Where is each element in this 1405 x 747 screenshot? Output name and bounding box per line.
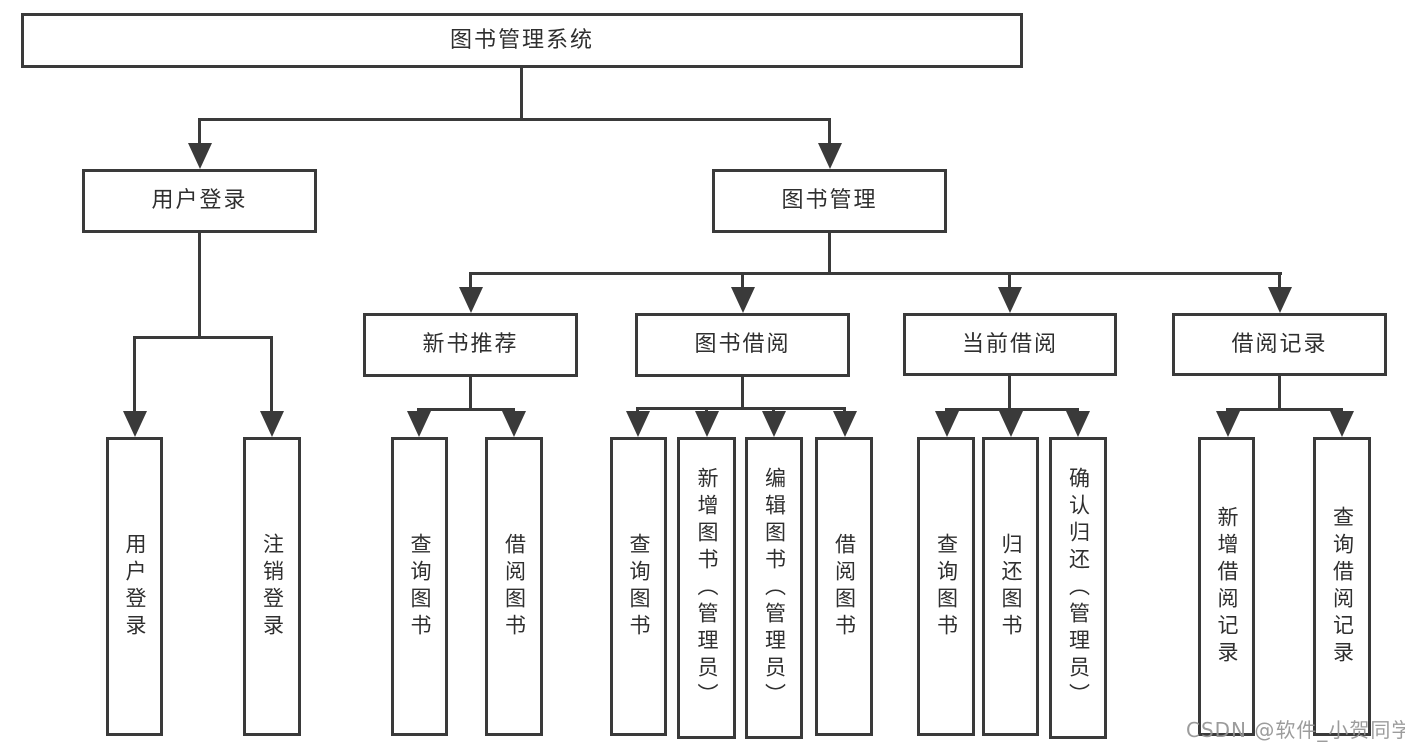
csdn-watermark: CSDN @软件_小贺同学	[1186, 718, 1405, 742]
arrow-to-leaf-query-record-icon	[1330, 411, 1354, 437]
edge-new-book-recommend-stem	[469, 377, 472, 408]
leaf-add-books-admin: 新增图书（管理员）	[677, 437, 736, 739]
arrow-to-leaf-query-borrow-icon	[626, 411, 650, 437]
leaf-query-books-borrow: 查询图书	[610, 437, 667, 736]
arrow-to-user-login-icon	[188, 143, 212, 169]
arrow-to-leaf-add-record-icon	[1216, 411, 1240, 437]
edge-borrow-records-stem	[1278, 376, 1281, 408]
leaf-query-books-current: 查询图书	[917, 437, 975, 736]
leaf-edit-books-admin: 编辑图书（管理员）	[745, 437, 803, 739]
edge-new-book-recommend-bar	[417, 408, 515, 411]
leaf-add-borrow-record: 新增借阅记录	[1198, 437, 1255, 736]
node-new-book-recommend: 新书推荐	[363, 313, 578, 377]
edge-book-borrow-stem	[741, 377, 744, 407]
arrow-to-leaf-query-current-icon	[935, 411, 959, 437]
edge-borrow-records-bar	[1226, 408, 1343, 411]
edge-to-leaf-user-login-shaft	[133, 336, 136, 414]
leaf-borrow-books-recommend: 借阅图书	[485, 437, 543, 736]
edge-current-borrow-stem	[1008, 376, 1011, 408]
arrow-to-book-borrow-icon	[731, 287, 755, 313]
leaf-user-login: 用户登录	[106, 437, 163, 736]
arrow-to-leaf-add-books-icon	[695, 411, 719, 437]
arrow-to-borrow-records-icon	[1268, 287, 1292, 313]
arrow-to-leaf-user-login-icon	[123, 411, 147, 437]
node-current-borrow: 当前借阅	[903, 313, 1117, 376]
leaf-confirm-return-admin: 确认归还（管理员）	[1049, 437, 1107, 739]
edge-to-leaf-logout-shaft	[270, 336, 273, 414]
edge-to-book-borrow-shaft	[741, 272, 744, 290]
node-borrow-records: 借阅记录	[1172, 313, 1387, 376]
leaf-query-books-recommend: 查询图书	[391, 437, 448, 736]
leaf-return-books: 归还图书	[982, 437, 1039, 736]
edge-root-bar	[198, 118, 831, 121]
arrow-to-leaf-return-books-icon	[999, 411, 1023, 437]
edge-book-management-stem	[828, 233, 831, 272]
arrow-to-leaf-query-recommend-icon	[407, 411, 431, 437]
node-book-management: 图书管理	[712, 169, 947, 233]
arrow-to-leaf-borrow-books-icon	[833, 411, 857, 437]
edge-current-borrow-bar	[945, 408, 1079, 411]
edge-to-borrow-records-shaft	[1278, 272, 1281, 290]
leaf-query-borrow-record: 查询借阅记录	[1313, 437, 1371, 736]
edge-book-management-bar	[469, 272, 1282, 275]
arrow-to-leaf-confirm-return-icon	[1066, 411, 1090, 437]
edge-to-current-borrow-shaft	[1008, 272, 1011, 290]
edge-root-stem	[520, 68, 523, 118]
node-book-borrow: 图书借阅	[635, 313, 850, 377]
leaf-logout: 注销登录	[243, 437, 301, 736]
arrow-to-leaf-edit-books-icon	[762, 411, 786, 437]
node-root: 图书管理系统	[21, 13, 1023, 68]
edge-user-login-bar	[133, 336, 273, 339]
arrow-to-book-management-icon	[818, 143, 842, 169]
leaf-borrow-books: 借阅图书	[815, 437, 873, 736]
edge-user-login-stem	[198, 233, 201, 336]
edge-to-user-login-shaft	[198, 118, 201, 146]
arrow-to-current-borrow-icon	[998, 287, 1022, 313]
arrow-to-leaf-logout-icon	[260, 411, 284, 437]
edge-to-new-book-recommend-shaft	[469, 272, 472, 290]
arrow-to-new-book-recommend-icon	[459, 287, 483, 313]
arrow-to-leaf-borrow-recommend-icon	[502, 411, 526, 437]
edge-book-borrow-bar	[636, 407, 846, 410]
edge-to-book-management-shaft	[828, 118, 831, 146]
node-user-login: 用户登录	[82, 169, 317, 233]
